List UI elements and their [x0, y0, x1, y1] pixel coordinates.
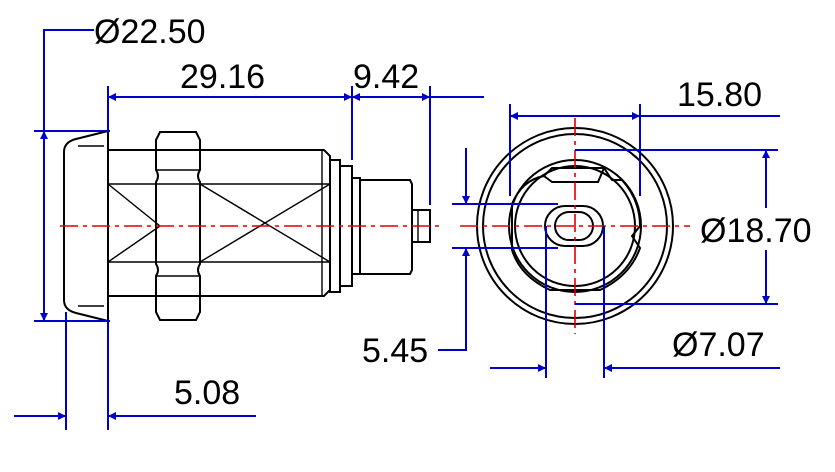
dim-key-offset-line-bottom — [438, 248, 470, 351]
side-view — [60, 129, 440, 323]
cam-hub — [359, 179, 413, 275]
front-flange — [63, 129, 109, 323]
dim-end-diameter-text: Ø18.70 — [700, 212, 812, 250]
dim-tail-length-text: 9.42 — [353, 58, 419, 96]
dimensions: Ø22.50 29.16 9.42 15.80 Ø18.70 5.45 — [14, 13, 812, 430]
dim-outer-diameter-text: Ø22.50 — [94, 13, 206, 51]
dim-key-diameter-text: Ø7.07 — [672, 326, 765, 364]
hex-nut — [155, 131, 201, 321]
end-view — [460, 118, 690, 334]
body-thread-mark-2 — [107, 225, 161, 263]
plug-profile — [511, 167, 642, 291]
body-flat-diagonal-2 — [199, 183, 331, 263]
lock-body — [107, 149, 331, 297]
dim-key-offset-text: 5.45 — [362, 332, 428, 370]
body-thread-mark-1 — [107, 183, 161, 227]
dim-outer-diameter-leader — [43, 29, 94, 131]
dim-body-length-text: 29.16 — [180, 58, 265, 96]
dim-flange-text: 5.08 — [174, 374, 240, 412]
dim-end-width-text: 15.80 — [677, 76, 762, 114]
